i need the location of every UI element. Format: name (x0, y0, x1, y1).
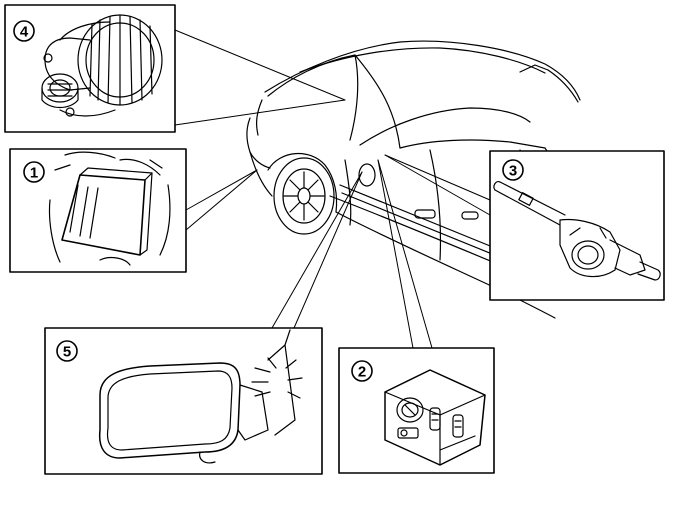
callout-badge-1: 1 (23, 161, 45, 183)
callout-box-4 (4, 4, 176, 133)
callout-badge-3: 3 (502, 159, 524, 181)
callout-number-3: 3 (509, 163, 517, 180)
door-mirror-drawing (98, 329, 303, 464)
callout-badge-4: 4 (13, 20, 35, 42)
control-module-drawing (48, 151, 171, 266)
alternator-drawing (41, 14, 163, 117)
callout-number-4: 4 (20, 24, 29, 41)
callout-box-5 (44, 327, 323, 475)
steering-stalk-drawing (493, 181, 661, 281)
car-illustration (246, 40, 581, 319)
callout-number-2: 2 (358, 364, 366, 381)
callout-number-5: 5 (63, 344, 71, 361)
callout-number-1: 1 (30, 165, 38, 182)
switch-panel-drawing (384, 369, 486, 466)
callout-badge-5: 5 (56, 340, 78, 362)
leader-lines (174, 29, 491, 349)
callout-badge-2: 2 (351, 360, 373, 382)
